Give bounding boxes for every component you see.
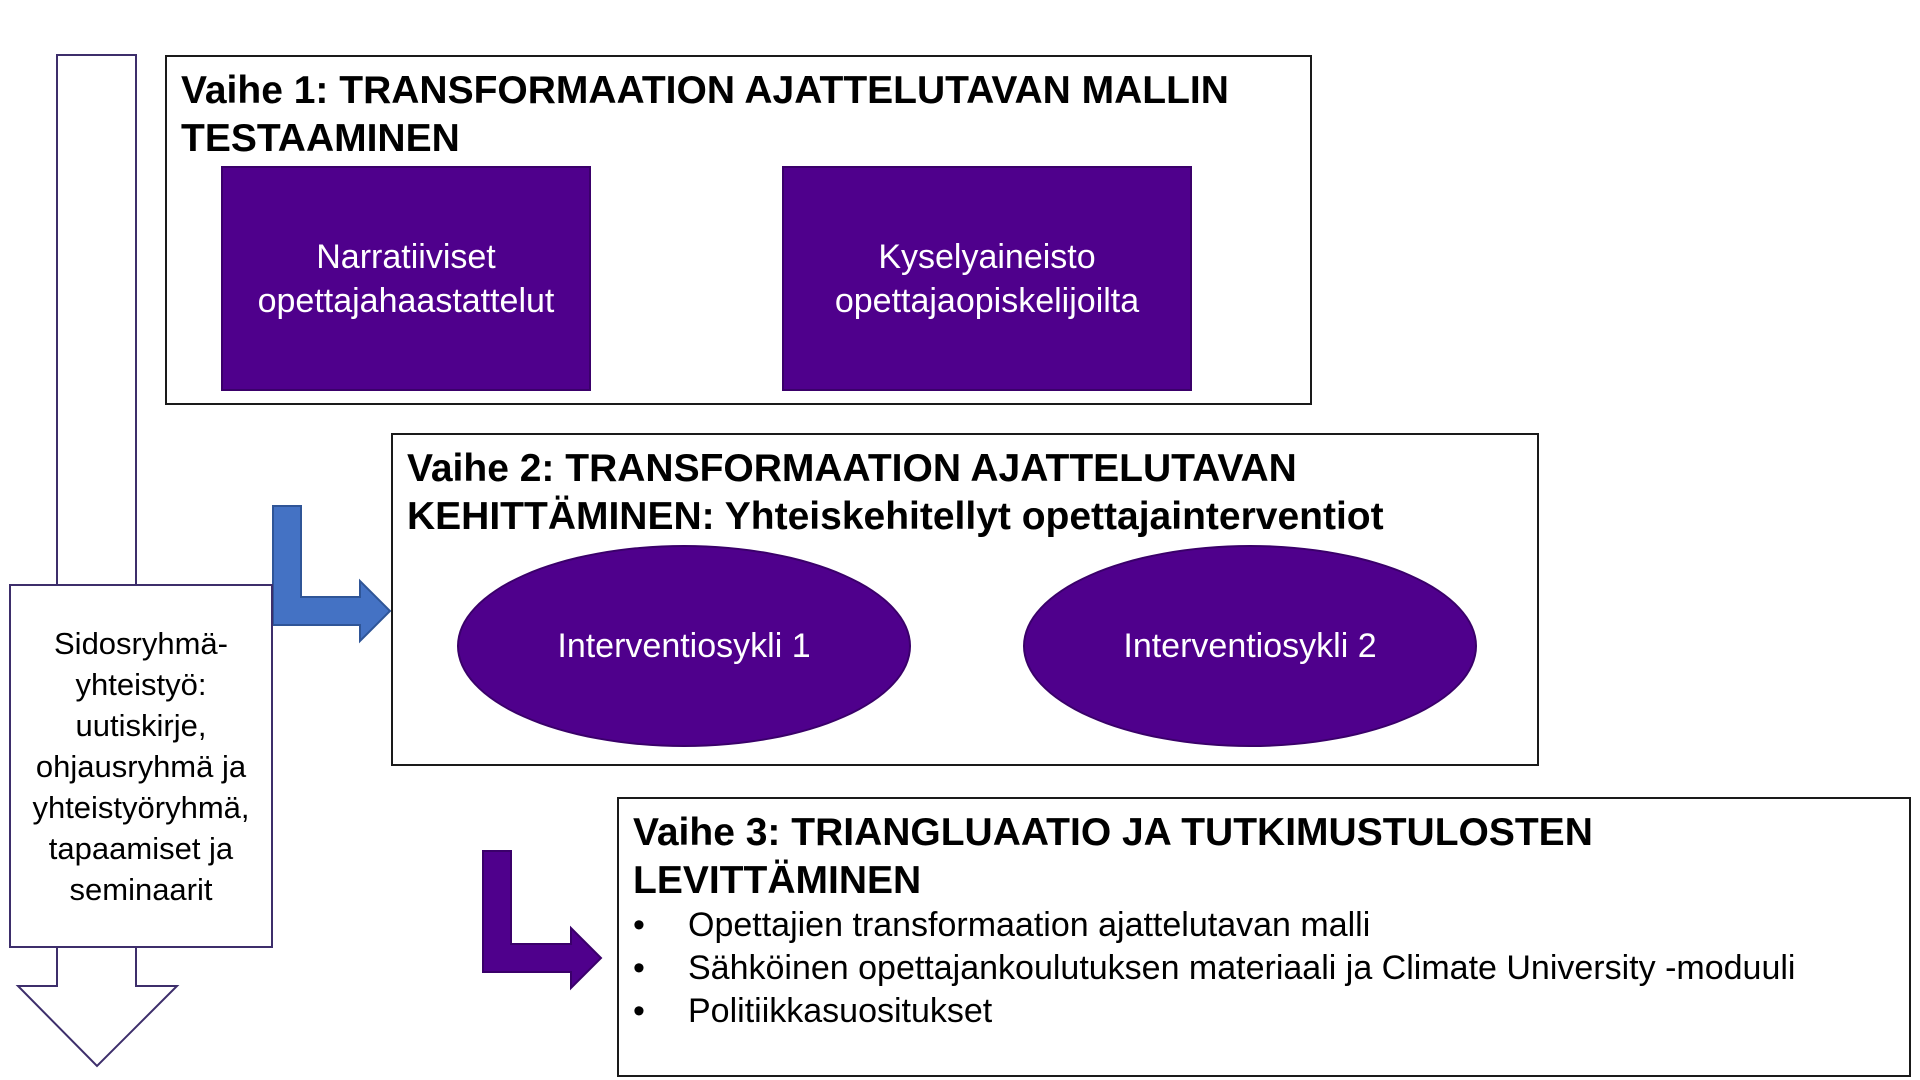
phase3-bullet-item: • Opettajien transformaation ajattelutav… xyxy=(633,904,1795,947)
phase1-title: Vaihe 1: TRANSFORMAATION AJATTELUTAVAN M… xyxy=(181,69,1229,160)
phase2-title: Vaihe 2: TRANSFORMAATION AJATTELUTAVAN K… xyxy=(407,445,1523,541)
stakeholder-text: Sidosryhmä-yhteistyö: uutiskirje, ohjaus… xyxy=(32,625,250,907)
phase3-bullet-item: • Politiikkasuositukset xyxy=(633,990,1795,1033)
phase1-box-survey-label: Kyselyaineisto opettajaopiskelijoilta xyxy=(834,237,1140,320)
phase1-box-interviews: Narratiiviset opettajahaastattelut xyxy=(221,166,591,391)
phase3-bullet-text: Sähköinen opettajankoulutuksen materiaal… xyxy=(688,949,1796,987)
phase1-box-interviews-label: Narratiiviset opettajahaastattelut xyxy=(257,237,555,320)
phase2-oval-cycle2-label: Interventiosykli 2 xyxy=(1123,626,1377,665)
phase3-bullet-text: Politiikkasuositukset xyxy=(688,992,993,1030)
phase2-oval-cycle1: Interventiosykli 1 xyxy=(457,545,911,747)
stakeholder-box: Sidosryhmä-yhteistyö: uutiskirje, ohjaus… xyxy=(9,584,273,948)
phase2-title-rest: Yhteiskehitellyt opettajainterventiot xyxy=(724,495,1384,538)
phase2-oval-cycle2: Interventiosykli 2 xyxy=(1023,545,1477,747)
phase2-title-bold: Vaihe 2: TRANSFORMAATION AJATTELUTAVAN K… xyxy=(407,447,1297,538)
phase3-bullet-list: • Opettajien transformaation ajattelutav… xyxy=(633,904,1795,1033)
phase3-bullet-text: Opettajien transformaation ajattelutavan… xyxy=(688,906,1371,944)
phase1-box-survey: Kyselyaineisto opettajaopiskelijoilta xyxy=(782,166,1192,391)
bullet-marker: • xyxy=(633,949,645,987)
bent-arrow-phase2 xyxy=(272,505,392,644)
bullet-marker: • xyxy=(633,992,645,1030)
phase3-title: Vaihe 3: TRIANGLUAATIO JA TUTKIMUSTULOST… xyxy=(633,811,1593,902)
bent-arrow-phase3 xyxy=(482,850,603,991)
bullet-marker: • xyxy=(633,906,645,944)
phase2-oval-cycle1-label: Interventiosykli 1 xyxy=(557,626,811,665)
phase3-box: Vaihe 3: TRIANGLUAATIO JA TUTKIMUSTULOST… xyxy=(617,797,1911,1077)
phase3-bullet-item: • Sähköinen opettajankoulutuksen materia… xyxy=(633,947,1795,990)
